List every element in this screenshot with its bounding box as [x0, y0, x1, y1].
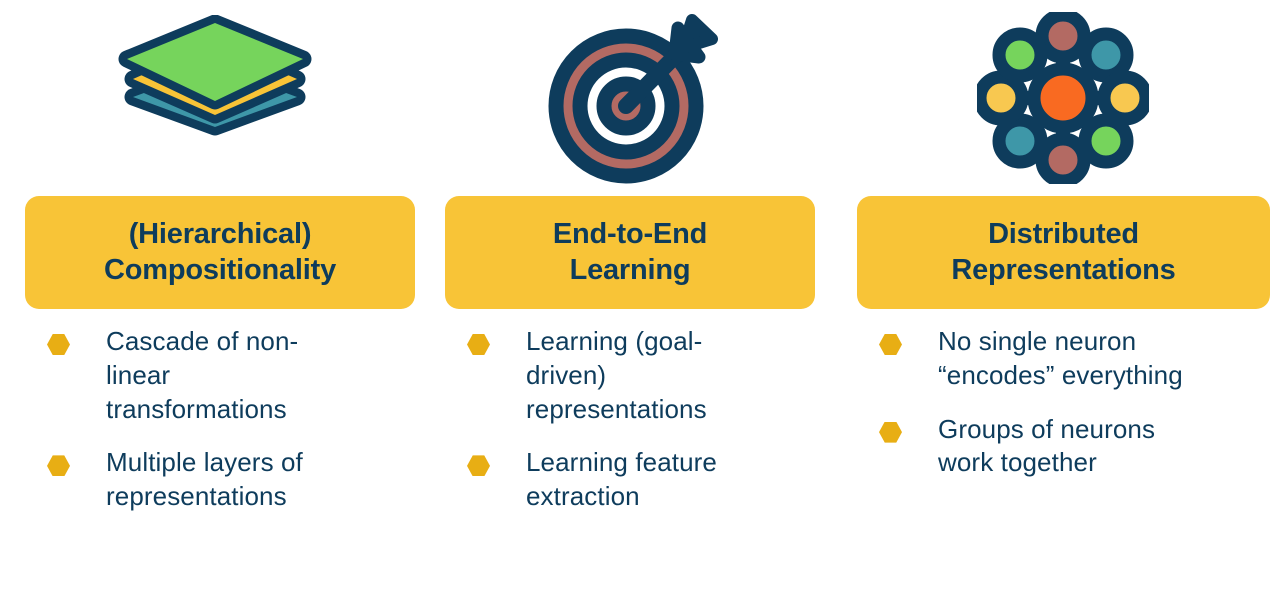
hexagon-bullet-icon: [879, 421, 902, 443]
title-line-2: Compositionality: [103, 253, 337, 286]
bullet-text: Learning feature extraction: [526, 447, 717, 512]
node-northwest: [992, 27, 1048, 83]
heading-banner-2: End-to-End Learning: [445, 196, 815, 309]
title-line-1: (Hierarchical): [128, 218, 312, 251]
hexagon-bullet-icon: [47, 455, 70, 477]
bullet-text: Learning (goal-driven) representations: [526, 326, 707, 424]
bullet-text: Multiple layers of representations: [106, 447, 303, 512]
list-item: Groups of neurons work together: [879, 413, 1275, 481]
bullet-list-2: Learning (goal-driven) representations L…: [445, 325, 830, 514]
node-north: [1035, 12, 1091, 64]
list-item: Multiple layers of representations: [47, 446, 415, 514]
target-arrow-icon-svg: [548, 14, 718, 184]
hexagon-bullet-icon: [467, 334, 490, 355]
list-item: Learning feature extraction: [467, 446, 830, 514]
title-line-1: Distributed: [988, 218, 1139, 251]
node-west: [977, 70, 1029, 126]
bullet-list-3: No single neuron “encodes” everything Gr…: [857, 325, 1275, 480]
column-distributed-representations: Distributed Representations No single ne…: [835, 0, 1280, 500]
hexagon-bullet-icon: [467, 455, 490, 477]
title-line-2: Learning: [569, 253, 691, 286]
title-line-1: End-to-End: [552, 218, 708, 251]
column-hierarchical-compositionality: (Hierarchical) Compositionality Cascade …: [0, 0, 420, 534]
page-title-1: (Hierarchical) Compositionality: [94, 217, 346, 288]
node-southeast: [1078, 113, 1134, 169]
center-node: [1027, 62, 1099, 134]
bullet-text: Groups of neurons work together: [938, 413, 1156, 478]
target-arrow-icon: [445, 0, 830, 196]
column-end-to-end-learning: End-to-End Learning Learning (goal-drive…: [420, 0, 835, 534]
bullet-text: No single neuron “encodes” everything: [938, 326, 1183, 390]
list-item: Cascade of non-linear transformations: [47, 325, 415, 426]
layers-icon-svg: [118, 15, 312, 136]
network-nodes-icon: [857, 0, 1275, 196]
heading-banner-1: (Hierarchical) Compositionality: [25, 196, 415, 309]
arrow-fletching: [676, 14, 718, 54]
top-layer-fill: [127, 23, 303, 101]
list-item: No single neuron “encodes” everything: [879, 325, 1275, 393]
page-title-2: End-to-End Learning: [543, 217, 717, 288]
node-east: [1097, 70, 1149, 126]
title-line-2: Representations: [951, 253, 1176, 286]
node-south: [1035, 132, 1091, 184]
hexagon-bullet-icon: [47, 334, 70, 355]
bullet-list-1: Cascade of non-linear transformations Mu…: [25, 325, 415, 514]
node-northeast: [1078, 27, 1134, 83]
heading-banner-3: Distributed Representations: [857, 196, 1270, 309]
layers-icon: [25, 0, 415, 196]
hexagon-bullet-icon: [879, 334, 902, 355]
list-item: Learning (goal-driven) representations: [467, 325, 830, 426]
network-nodes-icon-svg: [977, 12, 1149, 184]
bullet-text: Cascade of non-linear transformations: [106, 326, 299, 424]
node-southwest: [992, 113, 1048, 169]
page-title-3: Distributed Representations: [941, 217, 1185, 288]
